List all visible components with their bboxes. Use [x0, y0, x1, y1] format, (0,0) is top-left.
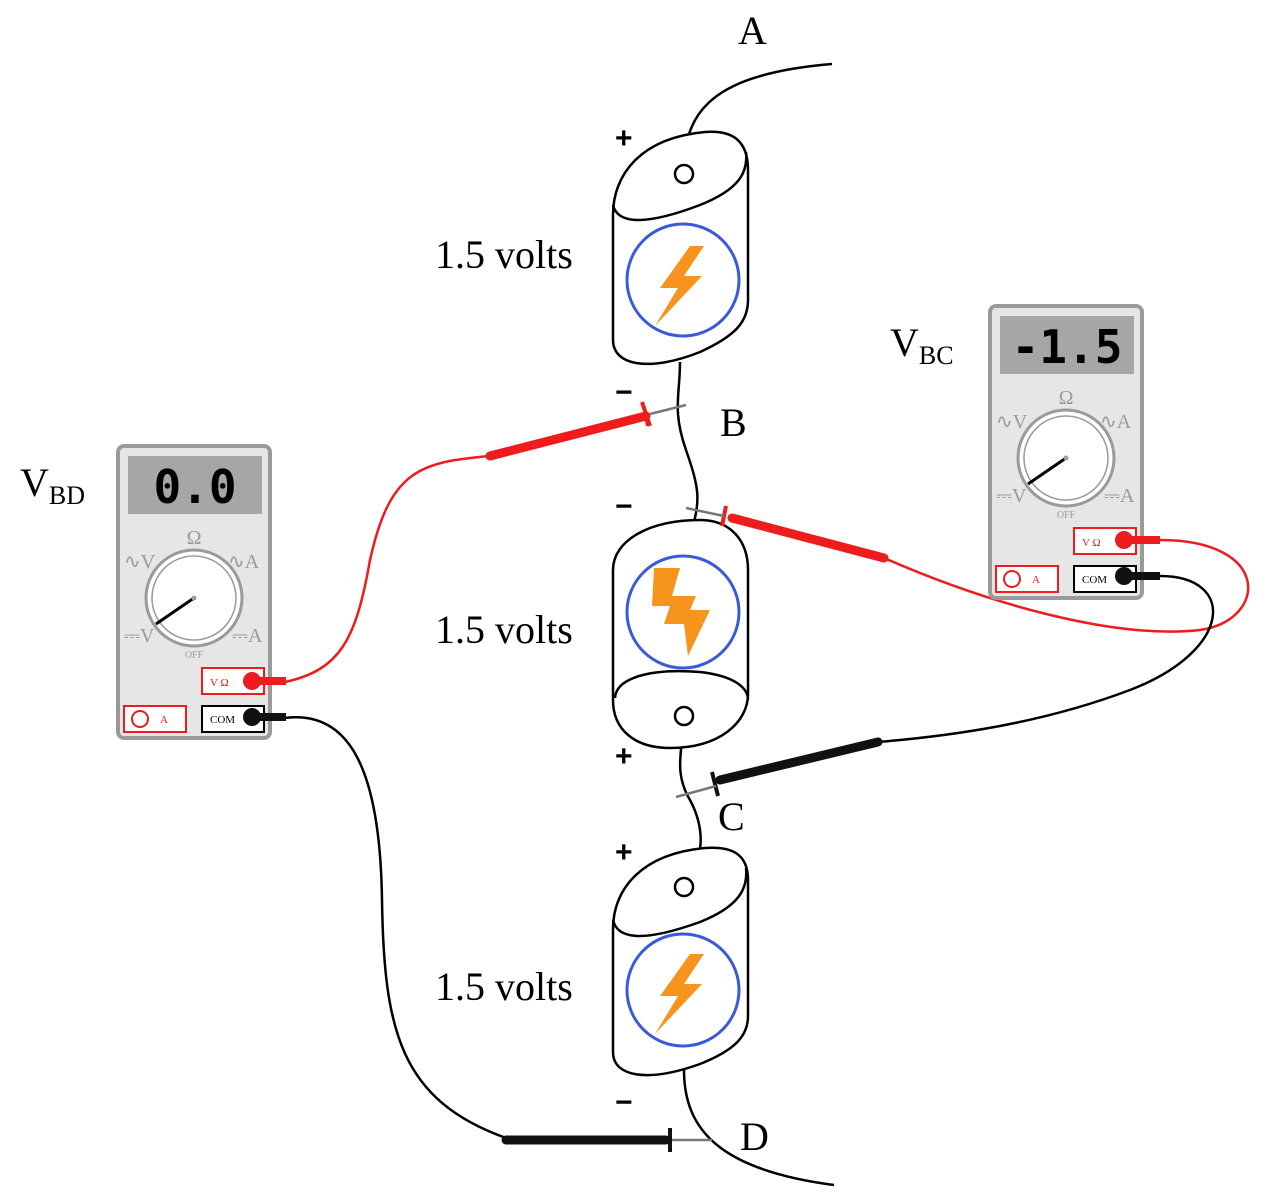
dc-volts-label: ⎓V [996, 485, 1027, 507]
bolt-icon [655, 246, 704, 326]
ac-volts-label: ∿V [124, 551, 156, 573]
svg-text:OFF: OFF [1057, 510, 1076, 521]
battery-bottom-minus: − [615, 1086, 633, 1119]
battery-top-minus: − [615, 376, 633, 409]
battery-terminal [673, 705, 695, 727]
svg-text:COM: COM [210, 714, 235, 726]
battery-middle-minus: − [615, 490, 633, 523]
battery-bottom-label: 1.5 volts [435, 964, 573, 1009]
bolt-icon [655, 954, 704, 1034]
dc-volts-label: ⎓V [124, 625, 155, 647]
svg-text:A: A [160, 714, 168, 726]
dc-amps-label: ⎓A [232, 625, 263, 647]
multimeter-bd: 0.0 Ω ∿V ∿A ⎓V ⎓A OFF V Ω A COM [116, 444, 286, 740]
dial-pointer [1027, 456, 1067, 486]
battery-terminal [673, 163, 695, 185]
meter-bd-name: VBD [20, 460, 85, 510]
meter-reading: 0.0 [153, 460, 236, 514]
meter-reading: -1.5 [1012, 320, 1123, 374]
node-label-b: B [720, 400, 747, 445]
node-label-d: D [740, 1114, 769, 1159]
ac-amps-label: ∿A [1100, 411, 1132, 433]
meter-display [128, 456, 262, 514]
node-label-c: C [718, 794, 745, 839]
wire-b-link [676, 361, 699, 531]
probe-red-b [485, 401, 687, 461]
wire-d [682, 1069, 835, 1187]
battery-middle-label: 1.5 volts [435, 607, 573, 652]
svg-text:A: A [1032, 574, 1040, 586]
ac-amps-label: ∿A [228, 551, 260, 573]
probe-black-c [675, 737, 883, 799]
battery-bottom-plus: + [615, 836, 633, 869]
dial-pointer [155, 596, 195, 626]
battery-middle-plus: + [615, 740, 633, 773]
dc-amps-label: ⎓A [1104, 485, 1135, 507]
jack-amps [995, 565, 1059, 593]
battery-top [611, 130, 750, 366]
meter-display [1000, 316, 1134, 374]
svg-text:V Ω: V Ω [210, 677, 229, 689]
svg-text:COM: COM [1082, 574, 1107, 586]
svg-text:Ω: Ω [187, 527, 202, 549]
battery-top-plus: + [615, 122, 633, 155]
ac-volts-label: ∿V [996, 411, 1028, 433]
jack-amps [123, 705, 187, 733]
lead-left-red [284, 454, 491, 684]
multimeter-bc: -1.5 Ω ∿V ∿A ⎓V ⎓A OFF V Ω A COM [988, 304, 1160, 600]
meter-bc-name: VBC [890, 320, 954, 370]
probe-red-bc [685, 505, 889, 563]
svg-text:Ω: Ω [1059, 387, 1074, 409]
battery-middle [611, 518, 750, 750]
node-label-a: A [738, 8, 767, 53]
battery-bottom [611, 846, 750, 1077]
svg-text:OFF: OFF [185, 650, 204, 661]
lead-left-black [284, 716, 507, 1140]
battery-terminal [673, 876, 695, 898]
bolt-icon [652, 568, 710, 656]
probe-black-d [501, 1128, 712, 1152]
lead-right-black [877, 574, 1215, 744]
battery-top-label: 1.5 volts [435, 232, 573, 277]
svg-text:V Ω: V Ω [1082, 537, 1101, 549]
lead-right-red [883, 538, 1250, 633]
